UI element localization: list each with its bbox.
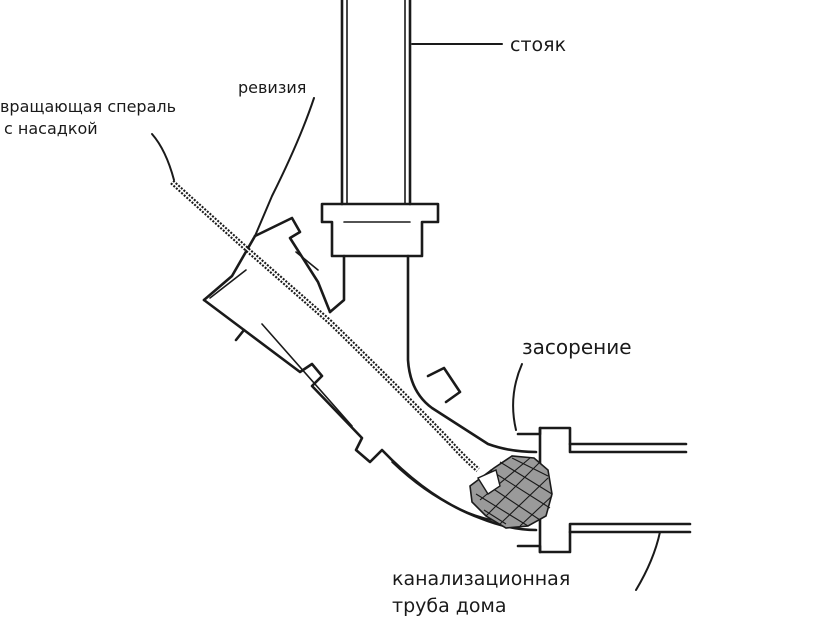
label-spiral-line1: вращающая сперaль xyxy=(0,97,177,116)
label-house-pipe: канализационная труба дома xyxy=(392,566,570,620)
rotating-spiral xyxy=(170,179,480,473)
label-clog: засорение xyxy=(522,335,632,359)
leader-clog xyxy=(512,363,523,431)
riser-pipe xyxy=(340,0,412,206)
house-pipe xyxy=(516,426,692,554)
leader-revision xyxy=(254,97,315,237)
label-spiral-line2: с насадкой xyxy=(4,119,98,138)
label-house-pipe-line2: труба дома xyxy=(392,595,507,617)
clog-blob xyxy=(469,455,553,529)
riser-coupling xyxy=(320,202,440,258)
label-house-pipe-line1: канализационная xyxy=(392,568,571,590)
leader-house-pipe xyxy=(635,531,661,591)
label-revision: ревизия xyxy=(238,78,307,97)
leader-spiral xyxy=(151,133,175,181)
revision-branch xyxy=(202,216,332,342)
elbow-pipe xyxy=(328,254,538,454)
label-spiral: вращающая сперaль с насадкой xyxy=(0,96,176,140)
label-riser: стояк xyxy=(510,34,567,56)
